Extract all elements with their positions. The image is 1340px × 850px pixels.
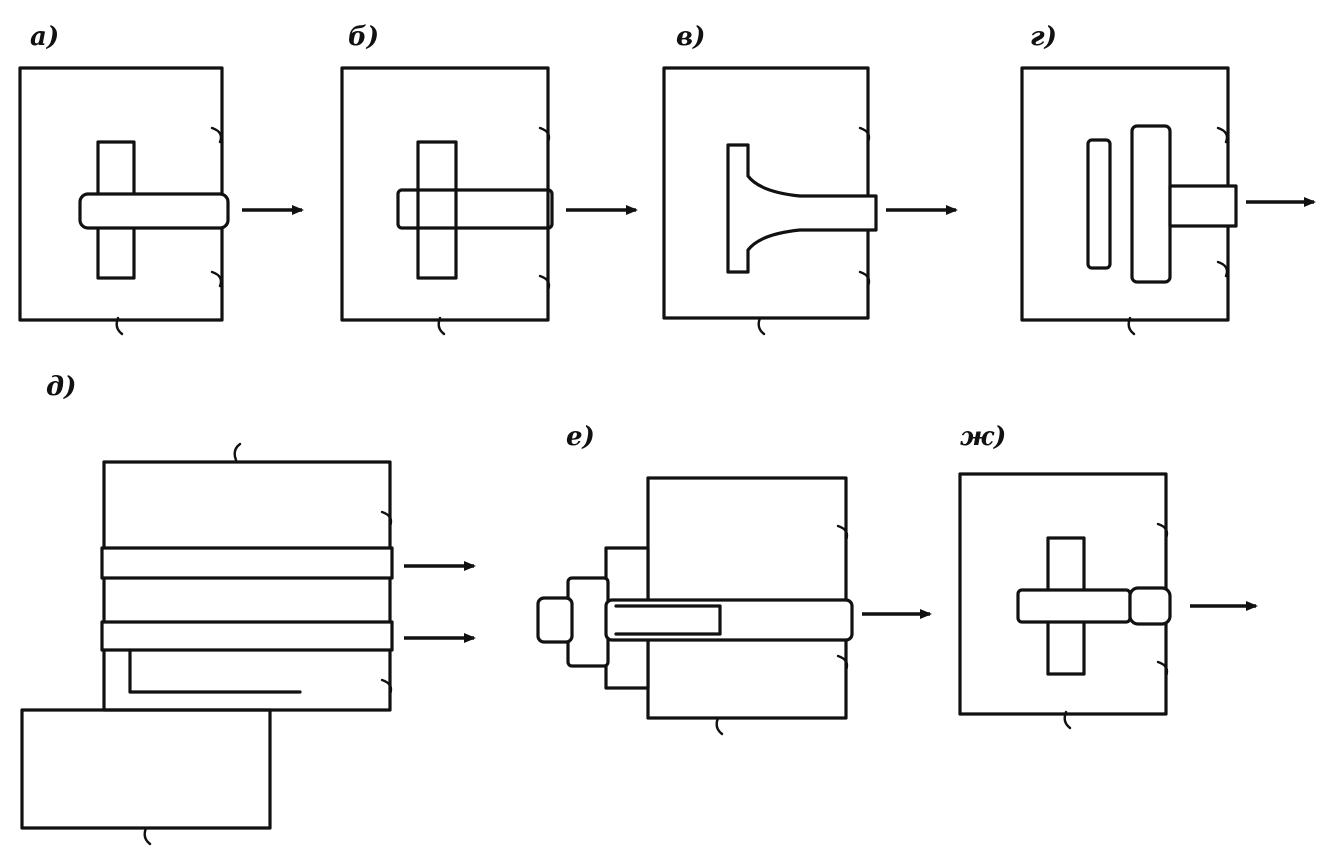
- panel-d-lower-rod: [100, 620, 394, 652]
- panel-a-label: а): [30, 22, 59, 52]
- panel-v-concrete-block: [662, 66, 870, 320]
- panel-d-upper-rod: [100, 546, 394, 580]
- panel-g-front-plate: [1130, 124, 1172, 284]
- panel-zh: ж): [958, 422, 1258, 730]
- panel-e-break-marks: [715, 524, 849, 736]
- panel-g-break-marks: [1127, 126, 1229, 336]
- panel-e-concrete-block: [646, 476, 848, 720]
- panel-zh-break-marks: [1063, 522, 1169, 730]
- panel-g-rear-plate: [1086, 138, 1112, 270]
- panel-b-label: б): [348, 22, 379, 52]
- panel-e-bolt-end: [536, 596, 574, 644]
- panel-e-thread-zone: [614, 604, 722, 636]
- panel-zh-threaded-coupler: [1016, 588, 1132, 624]
- panel-g-label: г): [1030, 22, 1057, 52]
- panel-v: в): [662, 22, 958, 336]
- panel-g-anchor-stub: [1168, 184, 1238, 228]
- panel-a-break-marks: [115, 126, 223, 336]
- panel-a-anchor-rod: [78, 192, 230, 230]
- panel-b-threaded-rod: [396, 188, 554, 230]
- panel-v-break-marks: [757, 126, 871, 336]
- panel-e-nut: [566, 576, 610, 668]
- panel-g: г): [1020, 22, 1316, 336]
- panel-v-flared-anchor: [726, 143, 878, 274]
- panel-b-break-marks: [437, 126, 551, 336]
- panel-d-break-marks: [143, 442, 393, 846]
- panel-d-concrete-block: [102, 460, 392, 712]
- panel-v-label: в): [676, 22, 705, 52]
- panel-d-hook-bend: [128, 648, 302, 694]
- panel-d-base-block: [20, 708, 272, 830]
- panel-a: а): [18, 22, 304, 336]
- panel-e-label: е): [566, 422, 595, 452]
- panel-zh-label: ж): [960, 422, 1006, 452]
- panel-e: е): [536, 422, 932, 736]
- panel-d: д): [20, 372, 476, 846]
- panel-zh-anchor-rod: [1128, 586, 1172, 626]
- panel-b-concrete-block: [340, 66, 550, 322]
- panel-b: б): [340, 22, 638, 336]
- panel-d-label: д): [46, 372, 76, 402]
- panel-e-bolt-shaft: [604, 598, 854, 642]
- panel-b-anchor-plate: [416, 140, 458, 280]
